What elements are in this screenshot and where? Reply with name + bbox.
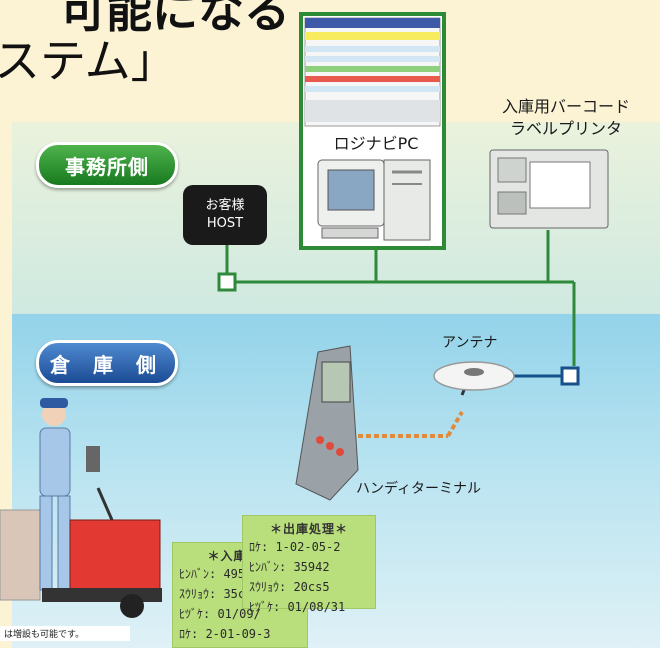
inbound-row: ﾋﾂﾞｹ: 01/09/ [179,607,261,621]
warehouse-side-badge: 倉 庫 側 [36,340,178,386]
printer-label-line1: 入庫用バーコード [501,97,630,116]
footnote: は増設も可能です。 [0,626,130,641]
printer-label: 入庫用バーコード ラベルプリンタ [476,96,656,140]
outbound-row: ﾋﾂﾞｹ: 01/08/31 [249,600,346,614]
host-line1: お客様 [205,198,245,213]
handy-terminal-label: ハンディターミナル [356,481,482,497]
inbound-row: ﾋﾝﾊﾞﾝ: 49594 [179,567,260,581]
outbound-row: ﾋﾝﾊﾞﾝ: 35942 [249,560,330,574]
network-hub-node [217,272,237,292]
handy-terminal-icon [295,345,359,501]
outbound-row: ｽｳﾘｮｳ: 20cs5 [249,580,330,594]
radio-link-line-2 [446,410,464,438]
outbound-row: ﾛｹ: 1-02-05-2 [249,540,341,554]
heading-line2: ステム」 [0,34,177,88]
inbound-row: ｽｳﾘｮｳ: 35cs [179,587,253,601]
antenna-icon [433,361,515,391]
host-line2: HOST [206,216,244,231]
outbound-screen: ＊出庫処理＊ ﾛｹ: 1-02-05-2 ﾋﾝﾊﾞﾝ: 35942 ｽｳﾘｮｳ:… [242,515,376,614]
office-side-badge: 事務所側 [36,142,178,188]
antenna-port-node [560,366,580,386]
antenna-label: アンテナ [442,335,498,351]
customer-host-box: お客様 HOST [183,185,267,245]
outbound-screen-title: ＊出庫処理＊ [269,522,348,536]
heading-line1: 可能になる [60,0,290,38]
pc-label: ロジナビPC [333,134,419,153]
printer-label-line2: ラベルプリンタ [509,119,622,138]
worker-figure [0,398,100,601]
printer-icon [489,149,609,229]
forklift-icon [42,487,162,618]
inbound-row: ﾛｹ: 2-01-09-3 [179,627,271,641]
